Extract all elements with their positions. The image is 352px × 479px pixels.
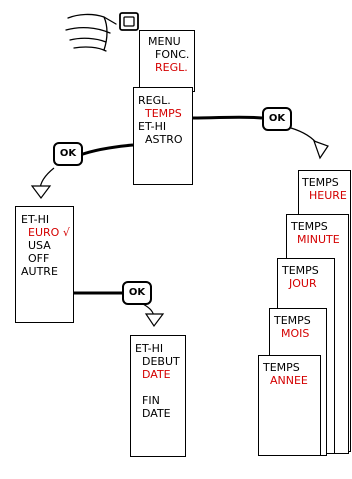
menu-box: MENU FONC. REGL. (139, 30, 195, 92)
regl-box: REGL. TEMPS ET-HI ASTRO (133, 87, 193, 185)
debut-fin-box: ET-HI DEBUT DATE FIN DATE (130, 335, 186, 457)
temps-card-value: HEURE (309, 189, 347, 202)
ethi-option-euro: EURO (28, 226, 60, 239)
temps-card-value: ANNEE (270, 374, 308, 387)
connector-ethi (79, 143, 134, 157)
menu-title: MENU (148, 35, 181, 48)
debut-date: DATE (142, 368, 171, 381)
temps-card-title: TEMPS (274, 314, 311, 327)
ok-button-autre[interactable]: OK (122, 281, 152, 305)
temps-card-annee: TEMPS ANNEE (258, 355, 321, 456)
ethi-option-autre: AUTRE (21, 265, 58, 278)
ethi-title: ET-HI (21, 213, 50, 226)
fin-label: FIN (142, 394, 160, 407)
debut-title: ET-HI (135, 342, 164, 355)
checkmark-icon: √ (62, 226, 70, 239)
curved-arrow-ethi-head (30, 185, 52, 199)
temps-card-title: TEMPS (282, 264, 319, 277)
temps-card-title: TEMPS (291, 220, 328, 233)
ok-button-temps[interactable]: OK (262, 107, 292, 131)
connector-temps (191, 115, 263, 120)
temps-card-title: TEMPS (263, 361, 300, 374)
hand-pressing-button-icon (65, 12, 139, 52)
debut-label: DEBUT (142, 355, 180, 368)
curved-arrow-autre-head (144, 313, 165, 328)
curved-arrow-temps-head (313, 140, 329, 160)
ok-button-ethi[interactable]: OK (53, 142, 83, 166)
regl-item-astro: ASTRO (145, 133, 183, 146)
temps-card-value: MOIS (281, 327, 310, 340)
temps-card-title: TEMPS (302, 176, 339, 189)
ethi-option-off: OFF (28, 252, 50, 265)
menu-item-regl: REGL. (155, 61, 188, 74)
regl-item-temps: TEMPS (145, 107, 182, 120)
fin-date: DATE (142, 407, 171, 420)
temps-card-value: MINUTE (297, 233, 340, 246)
regl-title: REGL. (138, 94, 171, 107)
regl-item-ethi: ET-HI (138, 120, 167, 133)
temps-card-value: JOUR (289, 277, 317, 290)
ethi-option-usa: USA (28, 239, 51, 252)
menu-item-fonc: FONC. (155, 48, 190, 61)
ethi-box: ET-HI EURO √ USA OFF AUTRE (15, 206, 74, 323)
